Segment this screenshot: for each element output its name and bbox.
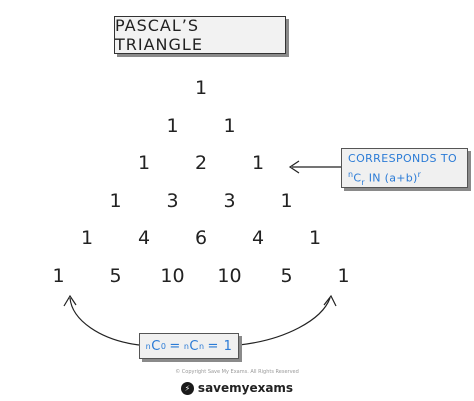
left-curved-arrow [69,297,140,346]
callout-r-sub: r [361,177,365,187]
callout-c: C [353,171,362,185]
copyright-text: © Copyright Save My Exams. All Rights Re… [175,369,299,375]
callout-arrowhead [288,160,300,174]
triangle-entry-r5-c1: 5 [109,264,122,287]
right-curved-arrow [238,297,331,346]
triangle-entry-r3-c2: 3 [223,189,236,212]
triangle-entry-r3-c0: 1 [109,189,122,212]
formula-b-base: C [189,338,199,354]
triangle-entry-r2-c2: 1 [251,152,265,174]
triangle-entry-r2-c1: 2 [194,152,208,174]
triangle-entry-r1-c1: 1 [223,114,236,137]
formula-a-sup: n [145,341,152,351]
left-arrowhead [63,294,77,307]
formula-equals-1-result: = 1 [207,338,233,354]
triangle-entry-r5-c5: 1 [337,264,350,287]
triangle-entry-r3-c1: 3 [166,189,179,212]
lightning-logo-icon: ⚡ [180,381,194,395]
triangle-entry-r4-c3: 4 [251,227,265,249]
triangle-entry-r4-c1: 4 [137,227,151,249]
callout-n-sup: n [348,170,354,179]
triangle-entry-r5-c0: 1 [52,264,65,287]
triangle-entry-r4-c4: 1 [308,227,322,249]
triangle-entry-r5-c4: 5 [280,264,293,287]
callout-exponent: r [417,170,422,179]
callout-expression: IN (a+b) [364,171,418,185]
diagram-title: PASCAL’S TRIANGLE [115,16,203,54]
triangle-entry-r4-c0: 1 [80,227,94,249]
triangle-entry-r5-c2: 10 [160,264,185,287]
triangle-entry-r3-c3: 1 [280,189,293,212]
formula-b-sub: n [198,341,205,351]
triangle-entry-r1-c0: 1 [166,114,179,137]
triangle-entry-r4-c2: 6 [194,227,208,249]
formula-a-sub: 0 [160,341,167,351]
callout-line-1: CORRESPONDS TO [348,152,458,165]
brand-name: savemyexams [197,381,294,395]
formula-a-base: C [151,338,161,354]
triangle-entry-r2-c0: 1 [137,152,151,174]
triangle-entry-r5-c3: 10 [217,264,242,287]
brand-logo: ⚡ savemyexams [0,379,474,397]
callout-box: CORRESPONDS TO nCr IN (a+b)r [341,148,468,188]
callout-line-2: nCr IN (a+b)r [348,167,461,191]
title-box: PASCAL’S TRIANGLE [114,16,286,54]
right-arrowhead [323,294,337,307]
formula-b-sup: n [183,341,190,351]
triangle-entry-r0-c0: 1 [194,77,208,99]
formula-equals-1: = [169,338,181,354]
